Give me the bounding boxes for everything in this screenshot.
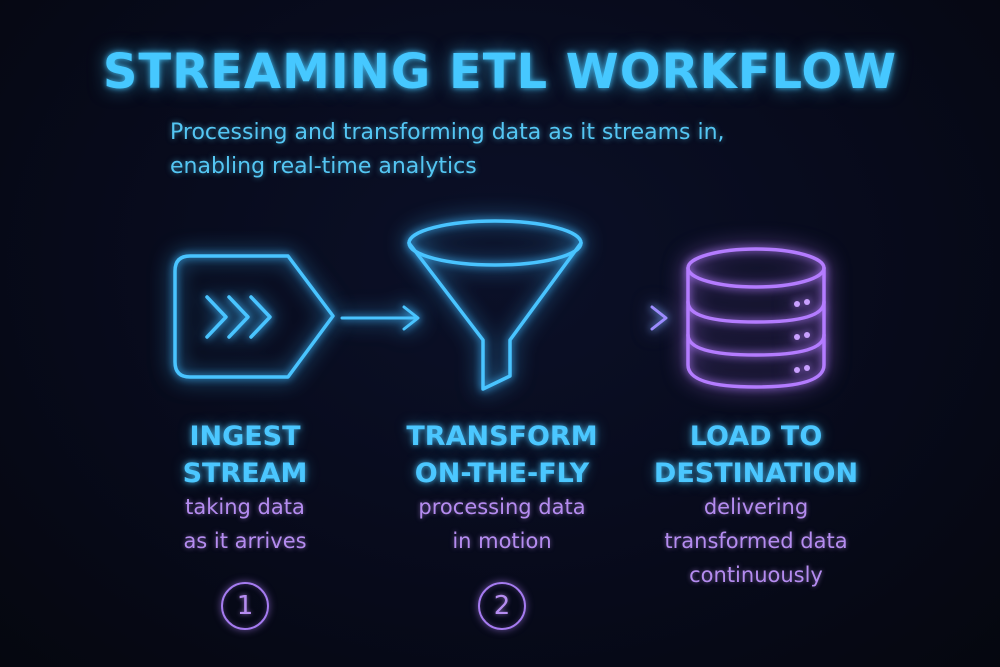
step-number-1: 1 xyxy=(221,582,269,630)
step-title-load: LOAD TO DESTINATION xyxy=(626,418,886,492)
page-subtitle: Processing and transforming data as it s… xyxy=(170,116,810,184)
step-3-desc-line-3: continuously xyxy=(689,563,823,587)
flow-arrow-2 xyxy=(564,305,668,331)
step-title-ingest: INGEST STREAM xyxy=(115,418,375,492)
step-2-title-line-1: TRANSFORM xyxy=(406,421,598,452)
page-title: STREAMING ETL WORKFLOW xyxy=(102,44,898,100)
step-1-title-line-1: INGEST xyxy=(189,421,301,452)
subtitle-line-2: enabling real-time analytics xyxy=(170,154,477,179)
flow-arrow-1 xyxy=(340,305,420,331)
database-icon xyxy=(686,247,826,389)
step-number-2: 2 xyxy=(478,582,526,630)
database-indicator-dots xyxy=(794,299,810,373)
step-desc-ingest: taking data as it arrives xyxy=(115,490,375,558)
step-2-desc-line-2: in motion xyxy=(452,529,552,553)
funnel-icon xyxy=(407,219,583,391)
step-2-title-line-2: ON-THE-FLY xyxy=(414,458,590,489)
step-desc-transform: processing data in motion xyxy=(372,490,632,558)
step-1-desc-line-2: as it arrives xyxy=(183,529,307,553)
step-1-title-line-2: STREAM xyxy=(182,458,308,489)
step-3-desc-line-1: delivering xyxy=(703,495,809,519)
step-1-desc-line-1: taking data xyxy=(185,495,305,519)
step-3-title-line-1: LOAD TO xyxy=(689,421,823,452)
step-title-transform: TRANSFORM ON-THE-FLY xyxy=(372,418,632,492)
step-3-title-line-2: DESTINATION xyxy=(653,458,859,489)
step-2-desc-line-1: processing data xyxy=(418,495,586,519)
ingest-arrow-tag-icon xyxy=(173,254,335,379)
step-3-desc-line-2: transformed data xyxy=(664,529,848,553)
subtitle-line-1: Processing and transforming data as it s… xyxy=(170,120,725,145)
step-desc-load: delivering transformed data continuously xyxy=(626,490,886,592)
